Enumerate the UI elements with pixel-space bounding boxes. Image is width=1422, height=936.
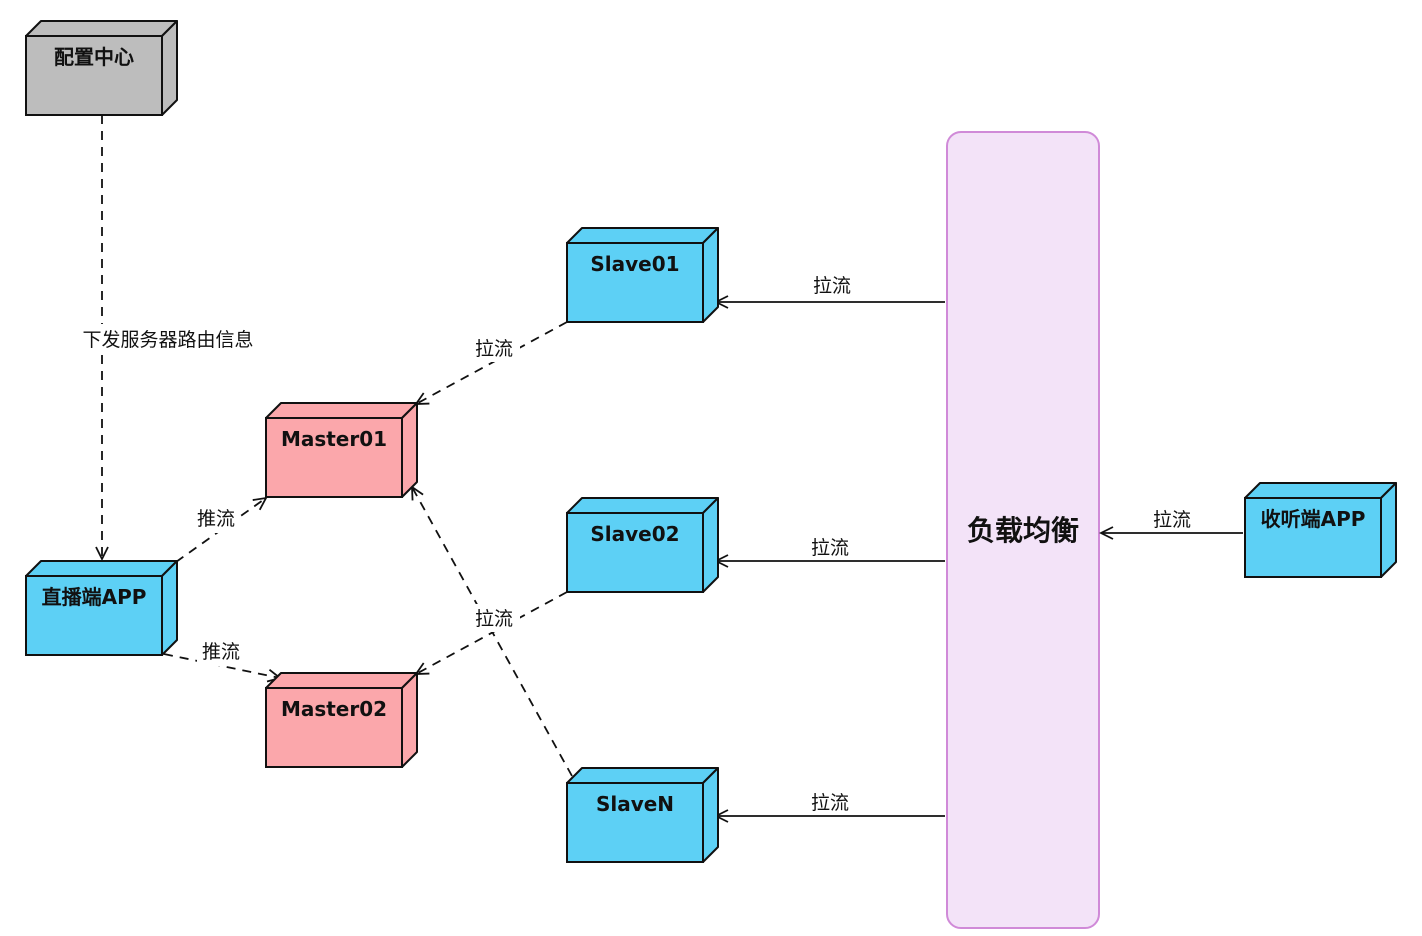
slave02-to-master02-edge xyxy=(416,591,568,674)
slave01-node: Slave01 xyxy=(566,227,719,323)
slaveN-node-label: SlaveN xyxy=(596,792,674,816)
config-center-node-label: 配置中心 xyxy=(54,45,134,69)
listener-to-lb-edge: 拉流 xyxy=(1101,509,1243,533)
broadcaster-app-node: 直播端APP xyxy=(25,560,178,656)
lb-to-slave02-edge: 拉流 xyxy=(716,537,945,561)
config-center-node: 配置中心 xyxy=(25,20,178,116)
edge-label-lb-slave01: 拉流 xyxy=(813,275,851,297)
slave02-node-label: Slave02 xyxy=(590,522,679,546)
edge-label-lb-slaveN: 拉流 xyxy=(811,792,849,814)
master02-node-label: Master02 xyxy=(281,697,387,721)
slaveN-node: SlaveN xyxy=(566,767,719,863)
master01-node: Master01 xyxy=(265,402,418,498)
edge-label-push-1: 推流 xyxy=(197,508,235,530)
edge-label-listener-lb: 拉流 xyxy=(1153,509,1191,531)
edge-label-lb-slave02: 拉流 xyxy=(811,537,849,559)
push-master02-edge: 推流 xyxy=(163,638,280,678)
config-to-app-edge: 下发服务器路由信息 xyxy=(70,115,266,559)
slave02-node: Slave02 xyxy=(566,497,719,593)
master02-node: Master02 xyxy=(265,672,418,768)
listener-app-node: 收听端APP xyxy=(1244,482,1397,578)
listener-app-node-label: 收听端APP xyxy=(1261,507,1366,531)
load-balancer-box: 负载均衡 xyxy=(946,131,1100,929)
broadcaster-app-node-label: 直播端APP xyxy=(42,585,147,609)
lb-to-slave01-edge: 拉流 xyxy=(716,275,945,302)
load-balancer-label: 负载均衡 xyxy=(967,514,1079,547)
push-master01-edge: 推流 xyxy=(175,498,266,563)
lb-to-slaveN-edge: 拉流 xyxy=(716,792,945,816)
slave01-node-label: Slave01 xyxy=(590,252,679,276)
edge-label-pull-slaves: 拉流 xyxy=(475,608,513,630)
master01-node-label: Master01 xyxy=(281,427,387,451)
edge-label-config: 下发服务器路由信息 xyxy=(82,329,253,351)
slaveN-to-master01-edge: 拉流 xyxy=(412,487,573,777)
edge-label-pull-slave01: 拉流 xyxy=(475,338,513,360)
edge-label-push-2: 推流 xyxy=(202,641,240,663)
slave01-to-master01-edge: 拉流 xyxy=(416,321,568,404)
